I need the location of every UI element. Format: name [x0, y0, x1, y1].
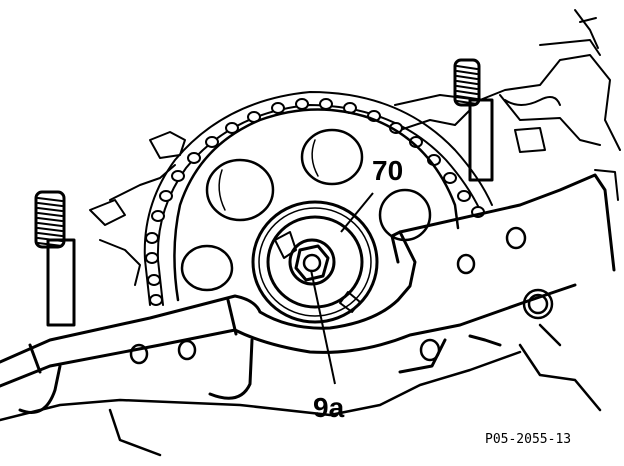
- sprocket-window-upper: [300, 128, 364, 186]
- sprocket-hub: [251, 200, 379, 324]
- thread-line: [456, 80, 478, 85]
- chain-link: [151, 210, 165, 222]
- thread-line: [37, 242, 63, 247]
- thread-line: [456, 100, 478, 105]
- thread-line: [37, 197, 63, 202]
- thread-line: [37, 217, 63, 222]
- chain-link: [319, 98, 333, 110]
- chain-link: [443, 172, 457, 184]
- chain-links: [145, 98, 485, 306]
- thread-line: [37, 202, 63, 207]
- thread-line: [37, 222, 63, 227]
- chain-link: [295, 98, 309, 110]
- thread-line: [37, 227, 63, 232]
- cylinder-head: [0, 173, 616, 414]
- timing-chain: [143, 91, 493, 306]
- chain-link: [149, 294, 163, 306]
- center-bolt: [288, 238, 336, 286]
- thread-line: [456, 90, 478, 95]
- chain-link: [271, 102, 285, 114]
- chain-link: [147, 274, 161, 286]
- camshaft-sprocket: [173, 108, 460, 302]
- engine-block: [0, 323, 602, 457]
- chain-link: [145, 232, 159, 244]
- thread-line: [37, 232, 63, 237]
- leader-line-9a: [310, 269, 336, 385]
- chain-link: [171, 170, 185, 182]
- head-bore-holes: [129, 226, 554, 365]
- thread-line: [456, 85, 478, 90]
- thread-line: [456, 70, 478, 75]
- chain-link: [159, 190, 173, 202]
- stud-right-threads: [456, 65, 478, 105]
- sprocket-window-right: [378, 188, 432, 242]
- callout-9a: 9a: [313, 392, 345, 423]
- stud-right: [453, 58, 494, 182]
- stud-left-threads: [37, 197, 63, 247]
- thread-line: [37, 207, 63, 212]
- chain-link: [205, 136, 219, 148]
- thread-line: [456, 65, 478, 70]
- leader-line-70: [340, 192, 374, 233]
- thread-line: [456, 95, 478, 100]
- thread-line: [37, 237, 63, 242]
- thread-line: [456, 75, 478, 80]
- chain-link: [187, 152, 201, 164]
- callout-70: 70: [372, 155, 403, 186]
- sprocket-window-left: [180, 244, 234, 292]
- chain-link: [457, 190, 471, 202]
- background-engine-parts: [89, 9, 621, 286]
- chain-link: [225, 122, 239, 134]
- chain-link: [145, 252, 159, 264]
- sprocket-window-top: [205, 158, 275, 222]
- figure-id: P05-2055-13: [485, 432, 571, 447]
- thread-line: [37, 212, 63, 217]
- stud-left: [34, 190, 76, 327]
